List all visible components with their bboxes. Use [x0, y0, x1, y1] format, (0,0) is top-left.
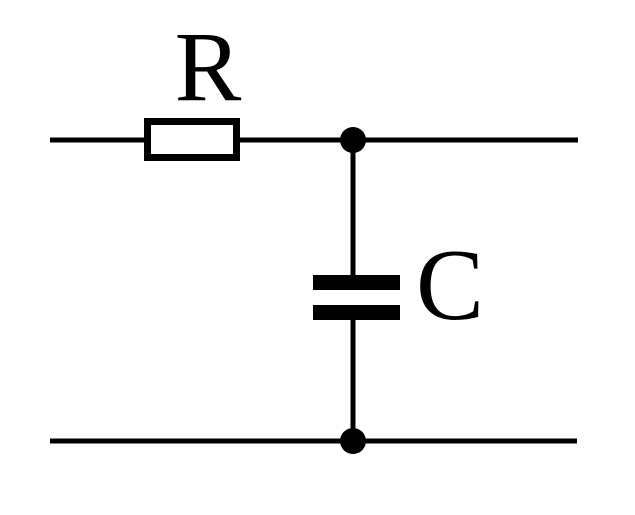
capacitor-label: C — [416, 229, 484, 342]
junction-dot-bottom — [340, 428, 366, 454]
junction-dot-top — [340, 127, 366, 153]
resistor-label: R — [175, 11, 242, 122]
resistor-body — [144, 118, 240, 161]
